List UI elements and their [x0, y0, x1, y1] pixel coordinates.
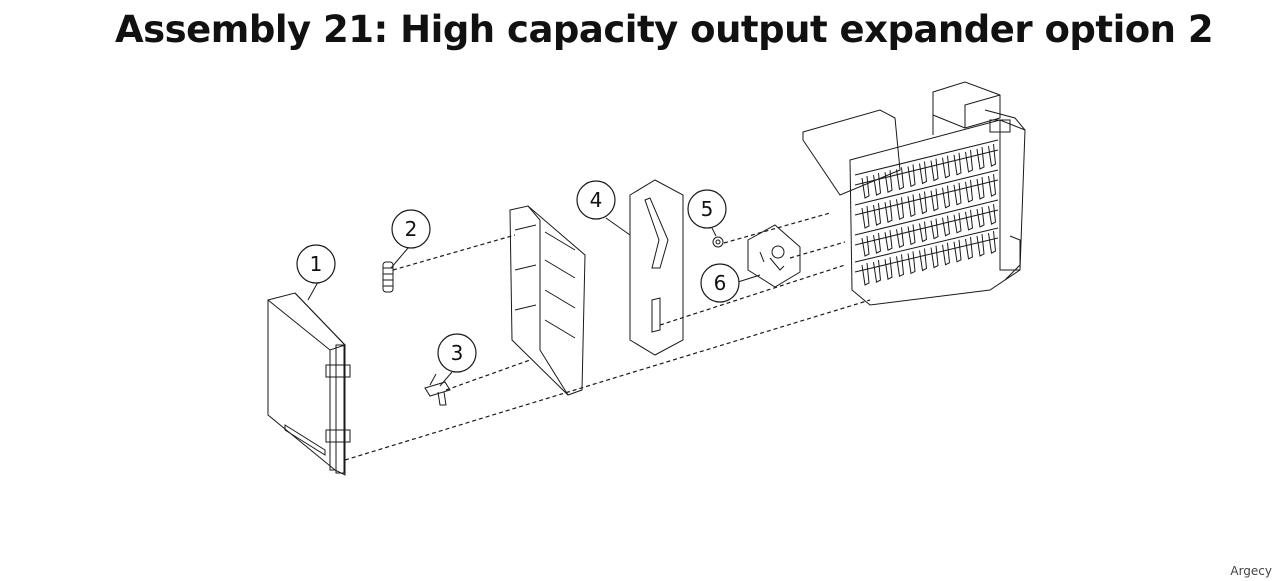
part-3-latch: [424, 373, 451, 406]
fin: [942, 242, 951, 266]
fin: [965, 236, 974, 260]
fin: [884, 230, 893, 251]
fin: [942, 215, 951, 237]
fin: [919, 191, 928, 215]
feed-fins: [861, 144, 997, 286]
fin: [861, 175, 870, 199]
fin: [930, 218, 939, 240]
fin: [861, 235, 870, 257]
callout-2: 2: [391, 209, 431, 249]
callout-6-label: 6: [714, 271, 727, 295]
fin: [930, 158, 939, 182]
fin: [953, 239, 962, 263]
fin: [953, 212, 962, 234]
fin: [953, 182, 962, 206]
fin: [953, 152, 962, 176]
assembly-guide-lines: [344, 212, 871, 461]
fin: [988, 144, 997, 167]
part-4-link-kit: [629, 179, 684, 356]
fin: [942, 185, 951, 209]
side-frame: [509, 205, 586, 396]
part-6-gear-arm-kit: [747, 224, 801, 288]
fin: [930, 245, 939, 269]
fin: [873, 173, 882, 196]
fin: [988, 204, 997, 225]
fin: [988, 231, 997, 254]
fin: [976, 206, 985, 228]
part-1-cover: [267, 292, 351, 476]
callout-1-label: 1: [310, 252, 323, 276]
callout-1: 1: [296, 244, 336, 284]
fin: [896, 254, 905, 278]
fin: [976, 176, 985, 200]
fin: [884, 200, 893, 223]
callout-3-label: 3: [451, 341, 464, 365]
part-2-spring: [382, 261, 394, 293]
callout-4-label: 4: [590, 188, 603, 212]
fin: [884, 170, 893, 193]
fin: [907, 164, 916, 188]
fin: [907, 194, 916, 218]
fin: [873, 260, 882, 283]
fin: [976, 233, 985, 257]
fin: [919, 248, 928, 272]
fin: [965, 179, 974, 203]
fin: [896, 197, 905, 221]
fin: [896, 227, 905, 249]
fin: [919, 161, 928, 185]
callout-3: 3: [437, 333, 477, 373]
fin: [873, 203, 882, 226]
fin: [942, 155, 951, 179]
fin: [873, 233, 882, 254]
callout-group: 1 2 3 4 5 6: [296, 180, 740, 373]
callout-4: 4: [576, 180, 616, 220]
fin: [988, 174, 997, 197]
fin: [965, 149, 974, 173]
fin: [896, 167, 905, 191]
fin: [907, 224, 916, 246]
fin: [919, 221, 928, 243]
fin: [930, 188, 939, 212]
callout-2-label: 2: [405, 217, 418, 241]
watermark-text: Argecy: [1230, 564, 1272, 578]
fin: [965, 209, 974, 231]
fin: [976, 146, 985, 170]
callout-6: 6: [700, 263, 740, 303]
fin: [884, 257, 893, 280]
output-expander-main-unit: [802, 81, 1026, 306]
callout-5-label: 5: [701, 197, 714, 221]
fin: [861, 205, 870, 229]
fin: [861, 262, 870, 286]
callout-5: 5: [687, 189, 727, 229]
page-title: Assembly 21: High capacity output expand…: [115, 8, 1214, 51]
callout-leaders: [307, 217, 761, 387]
part-5-knob: [712, 236, 724, 248]
fin: [907, 251, 916, 275]
